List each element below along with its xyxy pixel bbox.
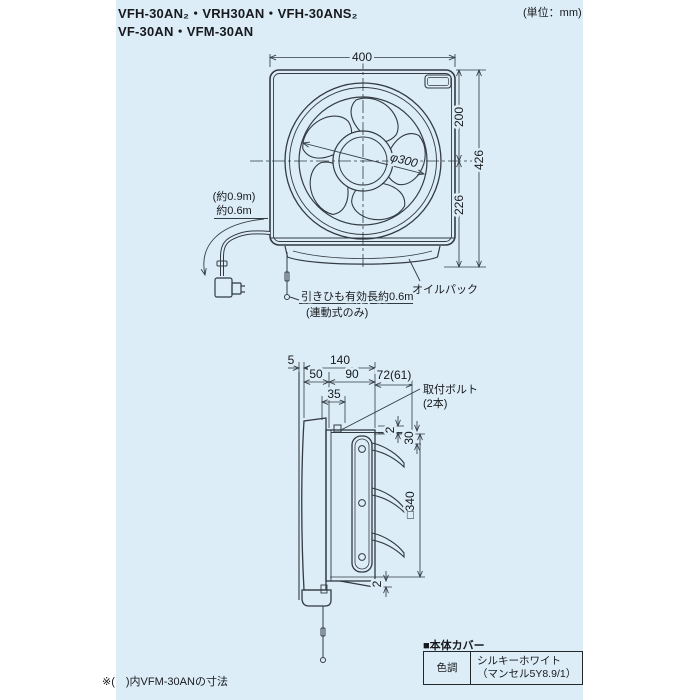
oil-pack-tray (284, 245, 441, 265)
unit-note: (単位：mm) (523, 7, 582, 19)
cover-table-title: ■本体カバー (423, 640, 485, 652)
mounting-bracket (351, 435, 373, 573)
cover-profile (301, 417, 332, 607)
dim-340: □340 (403, 491, 417, 519)
color-value-line2: （マンセル5Y8.9/1） (477, 668, 577, 681)
mounting-bolt (333, 424, 342, 433)
dim-72-61: 72(61) (377, 368, 412, 382)
dim-front-heights (444, 70, 486, 267)
dim-226: 226 (452, 195, 466, 215)
pull-cord-note: 引きひも有効長約0.6m (301, 289, 413, 303)
cord-length-alt-label: (約0.9m) (213, 189, 256, 203)
bolt-leader (340, 388, 421, 431)
cover-color-table: 色調 シルキーホワイト （マンセル5Y8.9/1） (423, 650, 584, 686)
dim-35: 35 (327, 387, 341, 401)
side-view (288, 362, 425, 663)
dimension-footnote: ※( )内VFM-30ANの寸法 (102, 676, 228, 688)
front-view (204, 54, 486, 304)
dim-30: 30 (402, 431, 416, 445)
dim-50: 50 (309, 367, 323, 381)
model-names-line2: VF-30AN・VFM-30AN (118, 24, 254, 39)
dim-2-top: 2 (383, 426, 397, 433)
dim-fan-diameter-line (303, 143, 424, 174)
plug-icon (214, 277, 245, 298)
dim-426: 426 (472, 150, 486, 170)
cord-length-label: 約0.6m (216, 203, 251, 217)
dim-200: 200 (452, 107, 466, 127)
switch-plate (424, 74, 452, 89)
side-blades (371, 442, 405, 559)
fan-bezel (269, 69, 456, 246)
cord-length-leader (204, 218, 265, 275)
dim-90: 90 (345, 367, 359, 381)
side-pull-cord (320, 606, 326, 663)
model-names-line1: VFH-30AN₂・VRH30AN・VFH-30ANS₂ (118, 6, 358, 21)
table-row: 色調 シルキーホワイト （マンセル5Y8.9/1） (423, 650, 584, 686)
color-value-line1: シルキーホワイト (477, 655, 561, 667)
side-dimension-lines (288, 368, 420, 597)
dim-front-width (270, 54, 455, 67)
dim-400: 400 (352, 50, 372, 64)
power-cord (214, 230, 271, 298)
pull-cord-note-sub: (連動式のみ) (306, 305, 368, 319)
pull-cord (284, 252, 413, 304)
oil-pack-label: オイルパック (412, 283, 478, 296)
dim-140: 140 (330, 353, 350, 367)
color-value-cell: シルキーホワイト （マンセル5Y8.9/1） (469, 650, 584, 686)
dim-5: 5 (288, 353, 295, 367)
oil-pack-leader (408, 258, 421, 282)
bolt-count-label: (2本) (423, 396, 447, 410)
color-row-header: 色調 (423, 650, 471, 686)
dim-phi300: φ300 (389, 150, 420, 170)
bolt-label: 取付ボルト (423, 383, 478, 396)
dim-2-bottom: 2 (370, 580, 384, 587)
